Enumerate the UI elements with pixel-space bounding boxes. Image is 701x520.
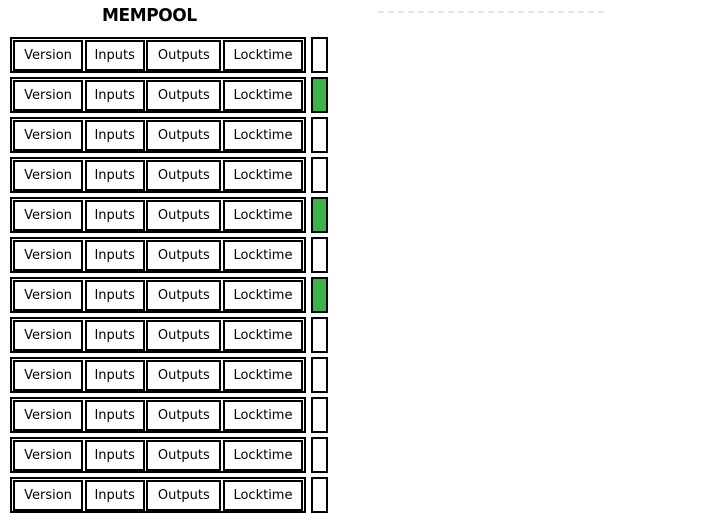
tx-field-inputs: Inputs [84, 119, 145, 151]
transaction-row: Version Inputs Outputs Locktime [10, 157, 328, 193]
tx-field-outputs: Outputs [146, 159, 222, 191]
transaction-row: Version Inputs Outputs Locktime [10, 197, 328, 233]
tx-field-inputs: Inputs [84, 79, 145, 111]
transaction-box: Version Inputs Outputs Locktime [10, 37, 306, 73]
tx-status-indicator [311, 317, 328, 353]
transaction-row: Version Inputs Outputs Locktime [10, 357, 328, 393]
tx-field-locktime: Locktime [222, 79, 303, 111]
tx-field-outputs: Outputs [146, 399, 222, 431]
transaction-row: Version Inputs Outputs Locktime [10, 437, 328, 473]
tx-field-outputs: Outputs [146, 359, 222, 391]
tx-field-version: Version [13, 439, 83, 471]
transaction-row: Version Inputs Outputs Locktime [10, 277, 328, 313]
tx-status-indicator [311, 237, 328, 273]
tx-field-inputs: Inputs [84, 399, 145, 431]
tx-status-indicator [311, 397, 328, 433]
transaction-box: Version Inputs Outputs Locktime [10, 277, 306, 313]
transaction-row: Version Inputs Outputs Locktime [10, 77, 328, 113]
tx-field-inputs: Inputs [84, 199, 145, 231]
tx-field-outputs: Outputs [146, 279, 222, 311]
tx-field-outputs: Outputs [146, 319, 222, 351]
tx-field-outputs: Outputs [146, 119, 222, 151]
tx-status-indicator [311, 277, 328, 313]
tx-field-inputs: Inputs [84, 439, 145, 471]
tx-field-inputs: Inputs [84, 279, 145, 311]
tx-status-indicator [311, 157, 328, 193]
transaction-row: Version Inputs Outputs Locktime [10, 37, 328, 73]
tx-field-inputs: Inputs [84, 479, 145, 511]
tx-field-outputs: Outputs [146, 79, 222, 111]
tx-status-indicator [311, 117, 328, 153]
transaction-box: Version Inputs Outputs Locktime [10, 437, 306, 473]
tx-field-locktime: Locktime [222, 439, 303, 471]
transaction-row: Version Inputs Outputs Locktime [10, 237, 328, 273]
tx-field-version: Version [13, 319, 83, 351]
tx-field-locktime: Locktime [222, 359, 303, 391]
tx-field-inputs: Inputs [84, 319, 145, 351]
transaction-row: Version Inputs Outputs Locktime [10, 317, 328, 353]
tx-field-outputs: Outputs [146, 479, 222, 511]
transaction-box: Version Inputs Outputs Locktime [10, 317, 306, 353]
tx-field-inputs: Inputs [84, 39, 145, 71]
tx-field-locktime: Locktime [222, 399, 303, 431]
tx-field-version: Version [13, 39, 83, 71]
tx-field-version: Version [13, 359, 83, 391]
tx-field-version: Version [13, 119, 83, 151]
transaction-box: Version Inputs Outputs Locktime [10, 117, 306, 153]
tx-field-inputs: Inputs [84, 359, 145, 391]
transaction-box: Version Inputs Outputs Locktime [10, 357, 306, 393]
mempool-rows: Version Inputs Outputs Locktime Version … [10, 37, 328, 513]
tx-field-inputs: Inputs [84, 239, 145, 271]
tx-field-outputs: Outputs [146, 439, 222, 471]
tx-field-locktime: Locktime [222, 239, 303, 271]
transaction-box: Version Inputs Outputs Locktime [10, 237, 306, 273]
tx-field-locktime: Locktime [222, 119, 303, 151]
block-boundary-dashed-line [378, 11, 604, 13]
tx-field-locktime: Locktime [222, 159, 303, 191]
mempool-title: MEMPOOL [102, 6, 197, 26]
tx-field-version: Version [13, 79, 83, 111]
tx-field-locktime: Locktime [222, 39, 303, 71]
tx-field-version: Version [13, 279, 83, 311]
tx-field-outputs: Outputs [146, 239, 222, 271]
tx-field-locktime: Locktime [222, 319, 303, 351]
tx-status-indicator [311, 197, 328, 233]
tx-field-version: Version [13, 199, 83, 231]
transaction-box: Version Inputs Outputs Locktime [10, 197, 306, 233]
tx-status-indicator [311, 477, 328, 513]
tx-field-locktime: Locktime [222, 199, 303, 231]
tx-field-version: Version [13, 399, 83, 431]
tx-status-indicator [311, 437, 328, 473]
transaction-box: Version Inputs Outputs Locktime [10, 77, 306, 113]
tx-field-outputs: Outputs [146, 39, 222, 71]
tx-field-version: Version [13, 479, 83, 511]
tx-status-indicator [311, 37, 328, 73]
tx-status-indicator [311, 77, 328, 113]
transaction-box: Version Inputs Outputs Locktime [10, 397, 306, 433]
tx-field-locktime: Locktime [222, 479, 303, 511]
transaction-box: Version Inputs Outputs Locktime [10, 477, 306, 513]
tx-field-inputs: Inputs [84, 159, 145, 191]
transaction-row: Version Inputs Outputs Locktime [10, 397, 328, 433]
transaction-row: Version Inputs Outputs Locktime [10, 117, 328, 153]
transaction-row: Version Inputs Outputs Locktime [10, 477, 328, 513]
tx-field-version: Version [13, 159, 83, 191]
tx-status-indicator [311, 357, 328, 393]
tx-field-locktime: Locktime [222, 279, 303, 311]
tx-field-outputs: Outputs [146, 199, 222, 231]
tx-field-version: Version [13, 239, 83, 271]
transaction-box: Version Inputs Outputs Locktime [10, 157, 306, 193]
